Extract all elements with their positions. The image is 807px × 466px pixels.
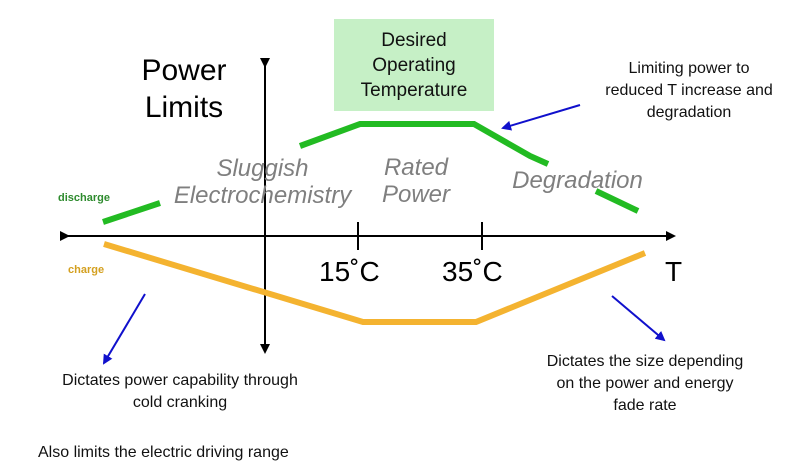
legend-discharge: discharge [58,192,110,204]
region-line: Sluggish [216,155,309,182]
power-limits-title: Power Limits [124,52,244,126]
region-rated: Rated Power [366,154,466,208]
region-degradation: Degradation [512,167,643,194]
tick-label-15c: 15˚C [319,256,380,287]
arrow-bottom-left [102,293,146,365]
tick-label-35c: 35˚C [442,256,503,287]
arrow-top-right [501,104,581,131]
title-line: Limits [144,91,224,124]
desired-operating-temperature-box: Desired Operating Temperature [334,19,494,111]
note-driving-range: Also limits the electric driving range [38,444,289,461]
region-line: Electrochemistry [173,182,352,209]
note-line: cold cranking [132,394,228,411]
box-line: Operating [372,54,456,76]
note-top-right: Limiting power to reduced T increase and… [584,58,794,124]
discharge-curve-tail [594,188,640,214]
axis-label-t: T [665,256,683,287]
note-line: fade rate [613,397,677,414]
charge-curve [103,241,647,325]
note-line: degradation [646,104,732,121]
box-line: Desired [381,29,447,51]
discharge-curve-left [102,200,161,225]
note-bottom-right: Dictates the size depending on the power… [530,351,760,417]
region-line: Rated [383,154,449,181]
region-line: Power [381,181,451,208]
region-sluggish: Sluggish Electrochemistry [170,155,355,209]
discharge-curve-right [298,121,550,167]
legend-charge: charge [68,264,105,276]
note-line: on the power and energy [556,375,734,392]
title-line: Power [141,54,227,87]
box-line: Temperature [360,79,468,101]
note-line: Dictates power capability through [62,372,298,389]
note-line: Dictates the size depending [546,353,744,370]
arrow-bottom-right [611,295,666,342]
note-line: reduced T increase and [605,82,773,99]
note-line: Limiting power to [628,60,750,77]
note-bottom-left: Dictates power capability through cold c… [30,370,330,414]
